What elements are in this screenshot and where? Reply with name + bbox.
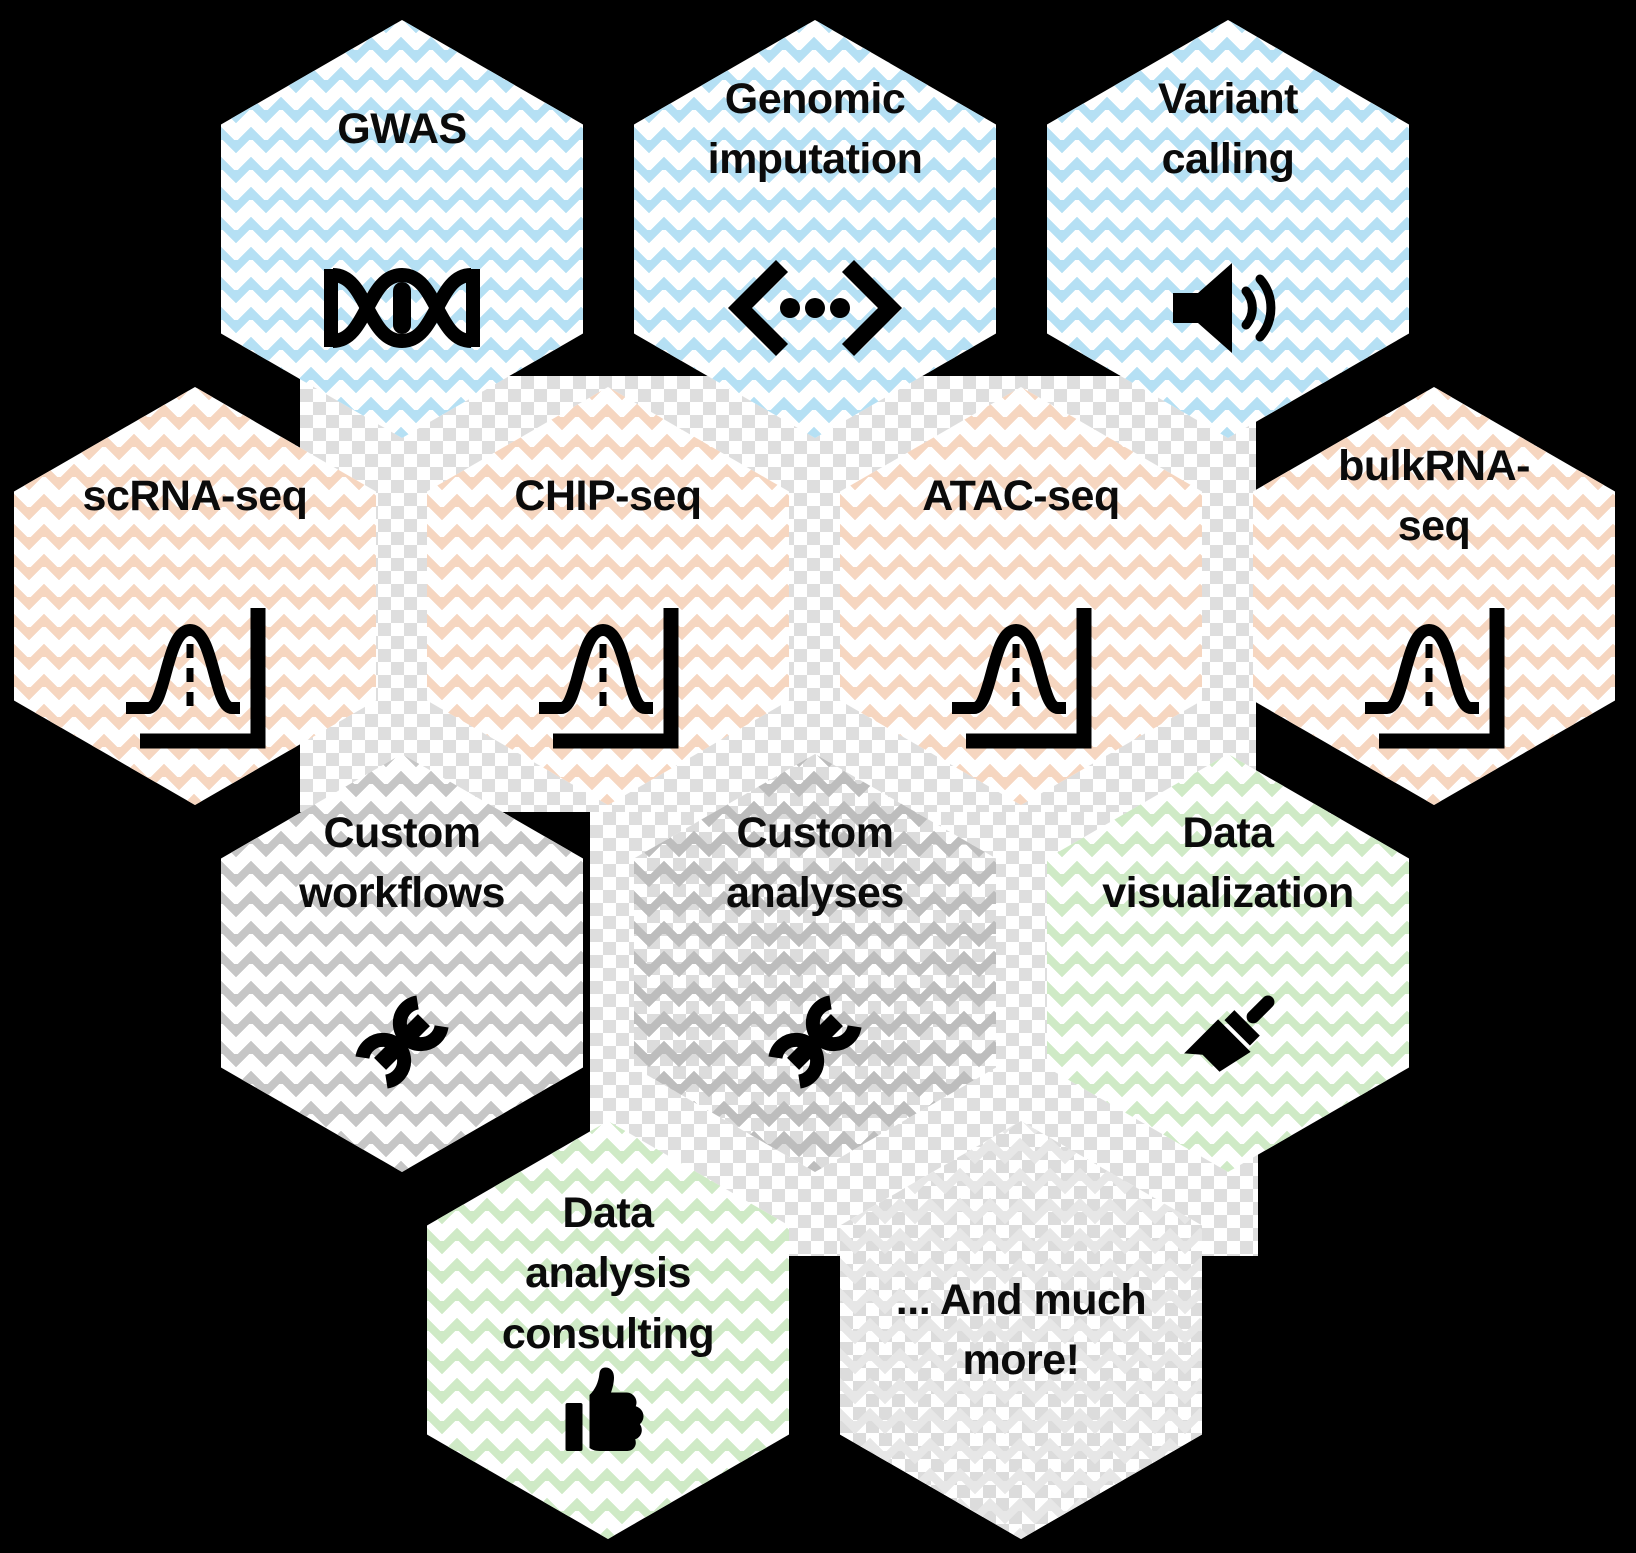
bell-curve-icon xyxy=(840,597,1202,752)
speaker-icon xyxy=(1047,230,1409,385)
hex-label: Data visualization xyxy=(1102,808,1354,917)
thumbs-up-icon xyxy=(427,1331,789,1486)
hex-label: Genomic imputation xyxy=(707,74,923,183)
hex-label: Custom analyses xyxy=(726,808,904,917)
wrench-icon xyxy=(634,964,996,1119)
bell-curve-icon xyxy=(1253,597,1615,752)
bell-curve-icon xyxy=(14,597,376,752)
hex-label: GWAS xyxy=(337,104,467,153)
hex-label: Variant calling xyxy=(1158,74,1298,183)
dna-helix-icon xyxy=(221,230,583,385)
angle-brackets-dots-icon xyxy=(634,230,996,385)
hex-label: Data analysis consulting xyxy=(501,1189,715,1358)
hex-label: CHIP-seq xyxy=(514,471,702,520)
hex-custom-workflows: Custom workflows xyxy=(221,754,583,1172)
hex-label: ... And much more! xyxy=(895,1275,1147,1384)
wrench-icon xyxy=(221,964,583,1119)
hex-variant-calling: Variant calling xyxy=(1047,20,1409,438)
hex-label: ATAC-seq xyxy=(922,471,1120,520)
bell-curve-icon xyxy=(427,597,789,752)
hex-bulkrna-seq: bulkRNA-seq xyxy=(1253,387,1615,805)
paint-brush-icon xyxy=(1047,964,1409,1119)
hex-label: Custom workflows xyxy=(299,808,505,917)
hex-label: scRNA-seq xyxy=(82,471,308,520)
hex-label: bulkRNA-seq xyxy=(1338,441,1530,550)
